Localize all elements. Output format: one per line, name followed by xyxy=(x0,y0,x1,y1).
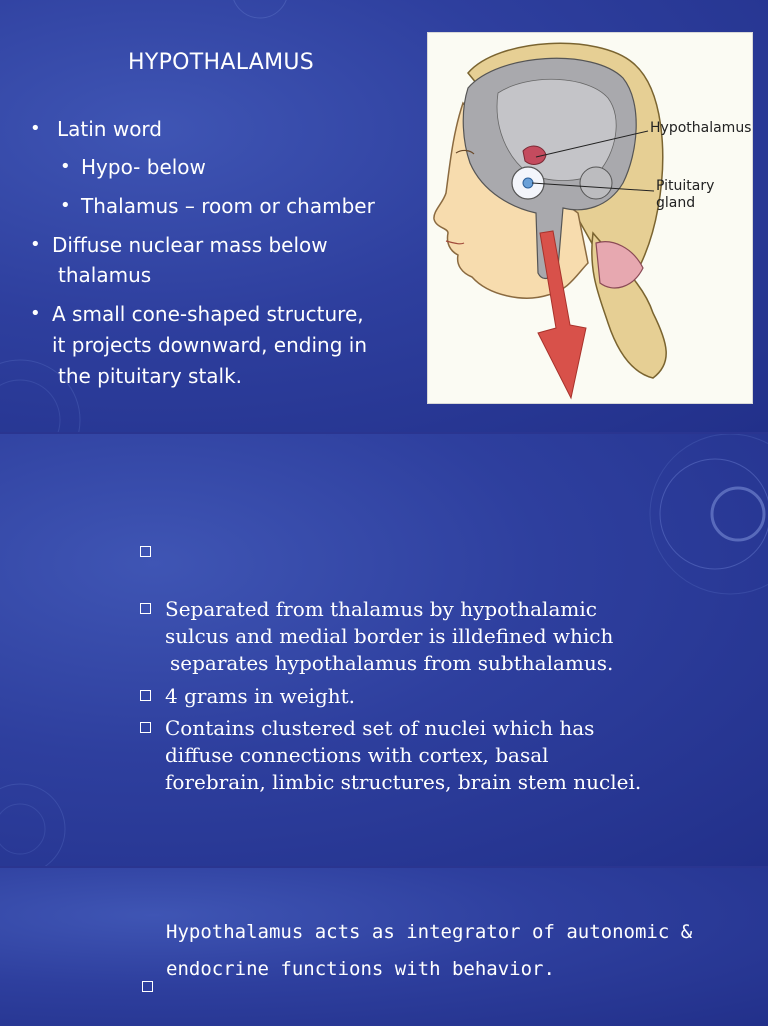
bullet-checkbox-icon xyxy=(140,546,151,557)
bullet-icon: • xyxy=(30,303,41,324)
slide-2: Separated from thalamus by hypothalamic … xyxy=(0,434,768,866)
bullet-checkbox-icon xyxy=(140,690,151,701)
pituitary-gland-label: Pituitary gland xyxy=(656,178,715,211)
summary-text: Hypothalamus acts as integrator of auton… xyxy=(166,921,693,980)
hypothalamus-label: Hypothalamus xyxy=(650,120,752,136)
slide-1: HYPOTHALAMUS • Latin word • Hypo- below … xyxy=(0,0,768,432)
bullet-icon: • xyxy=(60,195,71,216)
bullet-checkbox-icon xyxy=(142,981,153,992)
head-illustration xyxy=(433,42,667,400)
bullet-icon: • xyxy=(30,118,41,139)
bullet-icon: • xyxy=(30,234,41,255)
bullet-checkbox-icon xyxy=(140,603,151,614)
slide-title: HYPOTHALAMUS xyxy=(128,50,315,75)
slide-3: Hypothalamus acts as integrator of auton… xyxy=(0,868,768,1026)
bullet-checkbox-icon xyxy=(140,722,151,733)
head-anatomy-figure: Hypothalamus Pituitary gland xyxy=(427,32,753,404)
bullet-icon: • xyxy=(60,156,71,177)
